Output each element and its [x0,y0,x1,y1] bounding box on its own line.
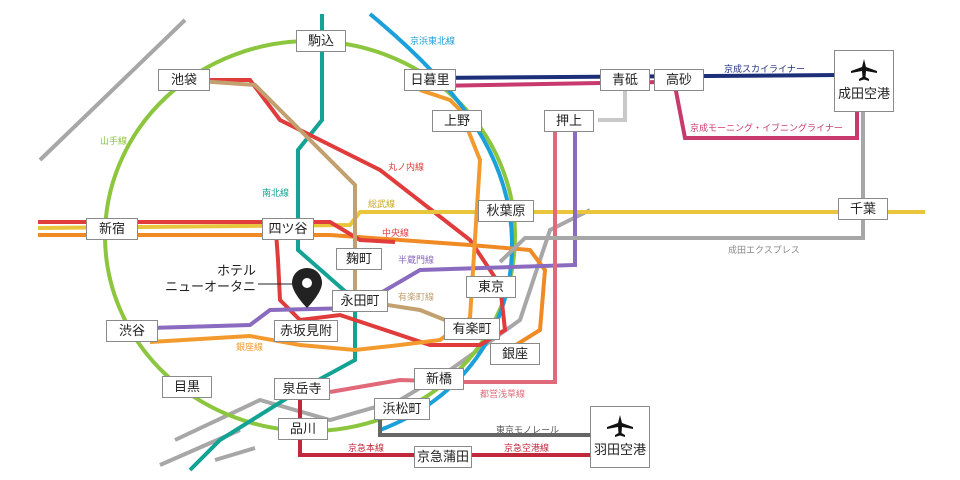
hotel-name-line2: ニューオータニ [164,280,256,295]
airplane-icon [607,415,633,437]
airport-haneda-label: 羽田空港 [593,443,646,458]
station-shinjuku: 新宿 [86,218,138,240]
airplane-icon [851,59,877,81]
station-keikyu-kamata: 京急蒲田 [414,446,472,468]
yurakucho-line [184,78,471,332]
station-komagome: 駒込 [296,30,346,52]
station-akihabara: 秋葉原 [478,200,534,222]
chuo-line-orange [38,233,548,357]
station-sengakuji: 泉岳寺 [274,378,330,400]
airport-narita: 成田空港 [834,50,894,112]
station-kojimachi: 麹町 [336,248,382,270]
label-namboku: 南北線 [262,189,290,199]
label-keikyu-airport: 京急空港線 [504,444,550,454]
label-keihin-tohoku: 京浜東北線 [410,37,456,47]
station-ginza: 銀座 [490,343,540,365]
station-tokyo: 東京 [466,276,516,298]
station-shinagawa: 品川 [278,418,328,440]
label-asakusa: 都営浅草線 [480,390,526,400]
morning-liner-line [673,85,859,140]
station-oshiage: 押上 [544,110,594,132]
station-yotsuya: 四ツ谷 [262,218,314,240]
keikyu-line [298,395,590,457]
label-yamanote: 山手線 [100,137,128,147]
label-morning-liner: 京成モーニング・イブニングライナー [690,124,843,134]
station-akasaka-mitsuke: 赤坂見附 [274,320,338,342]
label-skyliner: 京成スカイライナー [724,65,805,75]
hotel-pin-icon [292,268,322,308]
label-yurakucho: 有楽町線 [398,293,435,303]
grey-line-2 [214,446,256,462]
station-takasago: 高砂 [654,69,704,91]
label-marunouchi: 丸ノ内線 [388,163,425,173]
hotel-label: ホテル ニューオータニ [156,264,256,296]
label-sobu: 総武線 [368,200,396,210]
hibiya-line-north [38,18,187,162]
label-hanzomon: 半蔵門線 [398,256,435,266]
station-shimbashi: 新橋 [414,368,464,390]
oshiage-aoto-line [598,90,627,122]
station-ikebukuro: 池袋 [158,69,210,91]
label-narita-express: 成田エクスプレス [728,246,800,256]
station-shibuya: 渋谷 [106,320,158,342]
red-horizontal [38,220,396,244]
narita-express-line [498,110,865,264]
station-aoto: 青砥 [600,69,650,91]
label-keikyu-main: 京急本線 [348,444,385,454]
airport-narita-label: 成田空港 [837,87,890,102]
marunouchi-line [185,78,508,347]
label-chuo: 中央線 [382,229,410,239]
hotel-name-line1: ホテル [216,264,256,279]
station-hamamatsucho: 浜松町 [374,398,430,420]
label-monorail: 東京モノレール [496,426,560,436]
station-nippori: 日暮里 [404,69,456,91]
ginza-line [149,88,483,353]
station-ueno: 上野 [432,110,482,132]
station-nagatacho: 永田町 [332,290,388,312]
station-chiba: 千葉 [838,198,888,220]
station-meguro: 目黒 [162,376,212,398]
station-yurakucho: 有楽町 [444,318,500,340]
label-ginza: 銀座線 [236,343,264,353]
airport-haneda: 羽田空港 [590,406,650,468]
